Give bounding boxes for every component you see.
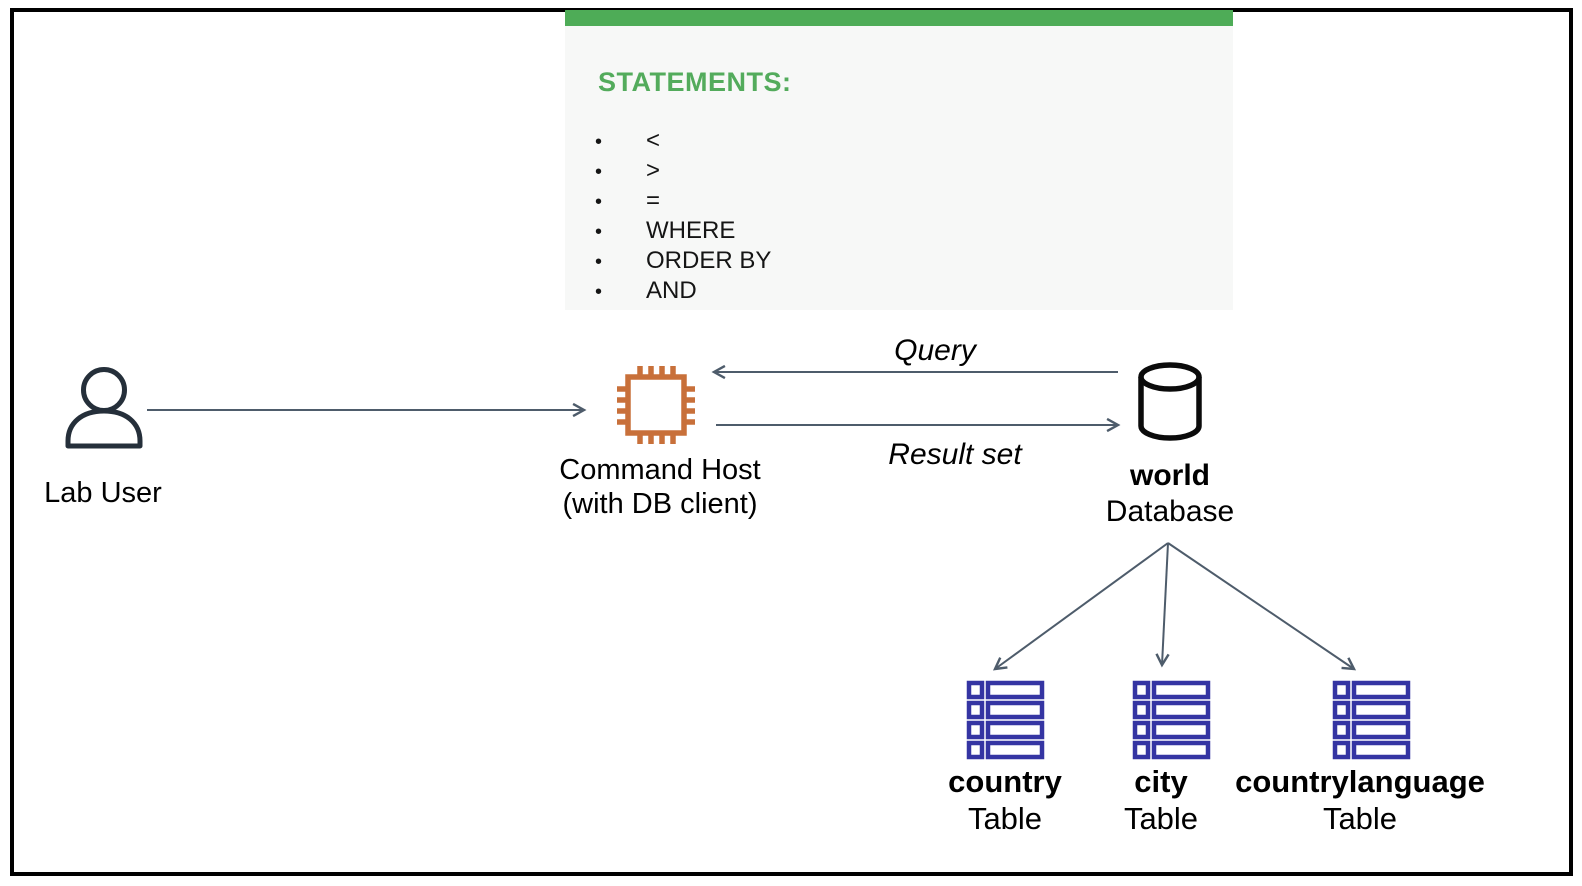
- statement-item: •<: [595, 126, 771, 156]
- bullet-glyph: •: [595, 191, 603, 213]
- chip-icon: [617, 366, 695, 444]
- db-to-country-arrow: [992, 542, 1169, 671]
- command-host-subtitle: (with DB client): [562, 488, 758, 520]
- bullet-glyph: •: [595, 251, 603, 273]
- table-name: country: [948, 764, 1062, 799]
- bullet-glyph: •: [595, 161, 603, 183]
- bullet-glyph: •: [595, 221, 603, 243]
- table-name: countrylanguage: [1235, 764, 1485, 799]
- command-host-label: Command Host (with DB client): [535, 453, 785, 521]
- db-to-countrylanguage-arrow: [1167, 542, 1357, 671]
- database-kind: Database: [1105, 495, 1235, 528]
- city-table-icon: [1132, 680, 1211, 760]
- statement-item: • AND: [595, 276, 771, 306]
- result-set-edge-label: Result set: [888, 438, 1022, 471]
- statement-item: • ORDER BY: [595, 246, 771, 276]
- country-table-label: country Table: [905, 763, 1105, 837]
- statements-panel: STATEMENTS: •< •> •= •WHERE •ORDER BY •A…: [565, 10, 1233, 310]
- user-icon: [65, 367, 143, 449]
- table-kind: Table: [967, 801, 1043, 836]
- table-name: city: [1134, 764, 1188, 799]
- lab-user-label: Lab User: [44, 477, 162, 509]
- statements-panel-top-bar: [565, 10, 1233, 26]
- table-kind: Table: [1123, 801, 1199, 836]
- table-kind: Table: [1322, 801, 1398, 836]
- statement-text: >: [646, 157, 661, 184]
- statements-list: •< •> •= •WHERE •ORDER BY •AND: [595, 126, 771, 306]
- database-cylinder-icon: [1138, 362, 1202, 441]
- statement-text: =: [646, 187, 661, 214]
- statement-text: <: [646, 127, 661, 154]
- database-name: world: [1130, 459, 1210, 492]
- statements-title: STATEMENTS:: [598, 67, 792, 97]
- command-host-title: Command Host: [559, 454, 761, 486]
- statement-text: ORDER BY: [646, 247, 772, 274]
- countrylanguage-table-label: countrylanguage Table: [1210, 763, 1510, 837]
- country-table-icon: [966, 680, 1045, 760]
- bullet-glyph: •: [595, 131, 603, 153]
- db-to-city-arrow: [1155, 542, 1170, 668]
- statement-item: • WHERE: [595, 216, 771, 246]
- query-edge-label: Query: [894, 334, 976, 367]
- statement-item: •=: [595, 186, 771, 216]
- statement-text: AND: [646, 277, 697, 304]
- statement-item: •>: [595, 156, 771, 186]
- world-database-label: world Database: [1070, 458, 1270, 530]
- countrylanguage-table-icon: [1332, 680, 1411, 760]
- bullet-glyph: •: [595, 281, 603, 303]
- city-table-label: city Table: [1061, 763, 1261, 837]
- statement-text: WHERE: [646, 217, 736, 244]
